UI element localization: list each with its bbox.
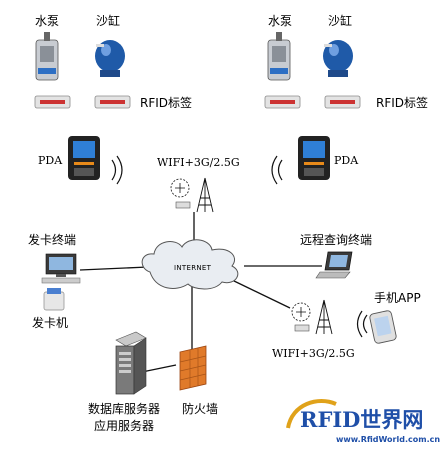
wifi-router-top-icon: [170, 178, 191, 209]
signal-arc-pda-left-1: [111, 159, 117, 181]
pda-left-icon: [68, 136, 100, 180]
connection-lines: [79, 212, 322, 373]
card-terminal-label: 发卡终端: [28, 233, 77, 247]
sandtank-left-label: 沙缸: [96, 14, 121, 28]
sandtank-right-label: 沙缸: [328, 14, 353, 28]
line-terminal-to-internet: [79, 266, 149, 271]
wifi-bottom-label: WIFI+3G/2.5G: [272, 347, 355, 360]
watermark-logo: RFID世界网 www.RfidWorld.com.cn: [286, 399, 440, 444]
pump-left-label: 水泵: [35, 14, 60, 28]
pda-right-icon: [298, 136, 330, 180]
cell-tower-bottom-icon: [315, 299, 333, 335]
card-terminal-icon: [41, 253, 81, 284]
firewall-label: 防火墙: [182, 402, 219, 416]
pump-right-icon: [267, 32, 291, 81]
wifi-router-bottom-icon: [291, 302, 311, 332]
signal-arc-pda-right-1: [277, 159, 283, 181]
signal-arcs: [111, 155, 368, 338]
pump-left-icon: [35, 32, 59, 81]
mobile-app-label: 手机APP: [374, 291, 421, 305]
mobile-phone-icon: [369, 310, 397, 344]
watermark-url: www.RfidWorld.com.cn: [336, 435, 440, 444]
signal-arc-phone-1: [362, 314, 368, 334]
line-firewall-to-server: [141, 364, 177, 373]
pda-right-label: PDA: [334, 154, 359, 167]
sandtank-right-icon: [323, 40, 353, 77]
remote-terminal-label: 远程查询终端: [300, 233, 373, 247]
rfid-tag-right-label: RFID标签: [376, 96, 429, 110]
firewall-icon: [179, 345, 207, 391]
watermark-brand: RFID世界网: [300, 407, 423, 432]
server-icon: [115, 331, 147, 395]
signal-arc-phone-2: [356, 310, 363, 338]
signal-arc-pda-right-2: [271, 155, 278, 185]
laptop-icon: [315, 251, 353, 279]
wifi-top-label: WIFI+3G/2.5G: [157, 156, 240, 169]
card-issuer-icon: [43, 288, 65, 311]
sandtank-left-icon: [95, 40, 125, 77]
pump-right-label: 水泵: [268, 14, 293, 28]
rfid-tag-left-label: RFID标签: [140, 96, 193, 110]
app-server-label: 应用服务器: [94, 419, 155, 433]
internet-cloud-icon: [141, 239, 239, 290]
internet-label: INTERNET: [174, 264, 212, 272]
pda-left-label: PDA: [38, 154, 63, 167]
card-issuer-label: 发卡机: [32, 316, 69, 330]
line-internet-to-wifi-bottom: [231, 279, 291, 309]
signal-arc-pda-left-2: [116, 155, 123, 185]
db-server-label: 数据库服务器: [88, 402, 161, 416]
rfid-tags: [34, 95, 361, 109]
cell-tower-top-icon: [196, 177, 214, 213]
